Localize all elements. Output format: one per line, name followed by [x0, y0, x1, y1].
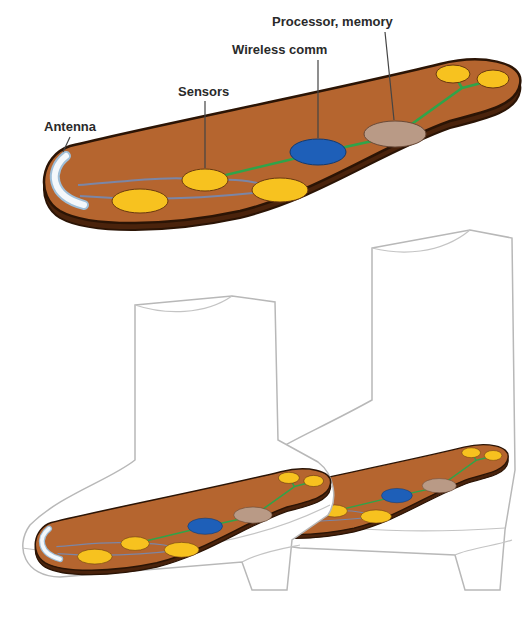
insole-top [44, 60, 520, 230]
part-label: Processor, memory [272, 14, 393, 30]
leader-lines [63, 32, 394, 168]
part-label: Wireless comm [232, 42, 327, 58]
left-boot [22, 296, 334, 590]
part-label: Sensors [178, 84, 229, 100]
part-label: Antenna [44, 119, 96, 135]
